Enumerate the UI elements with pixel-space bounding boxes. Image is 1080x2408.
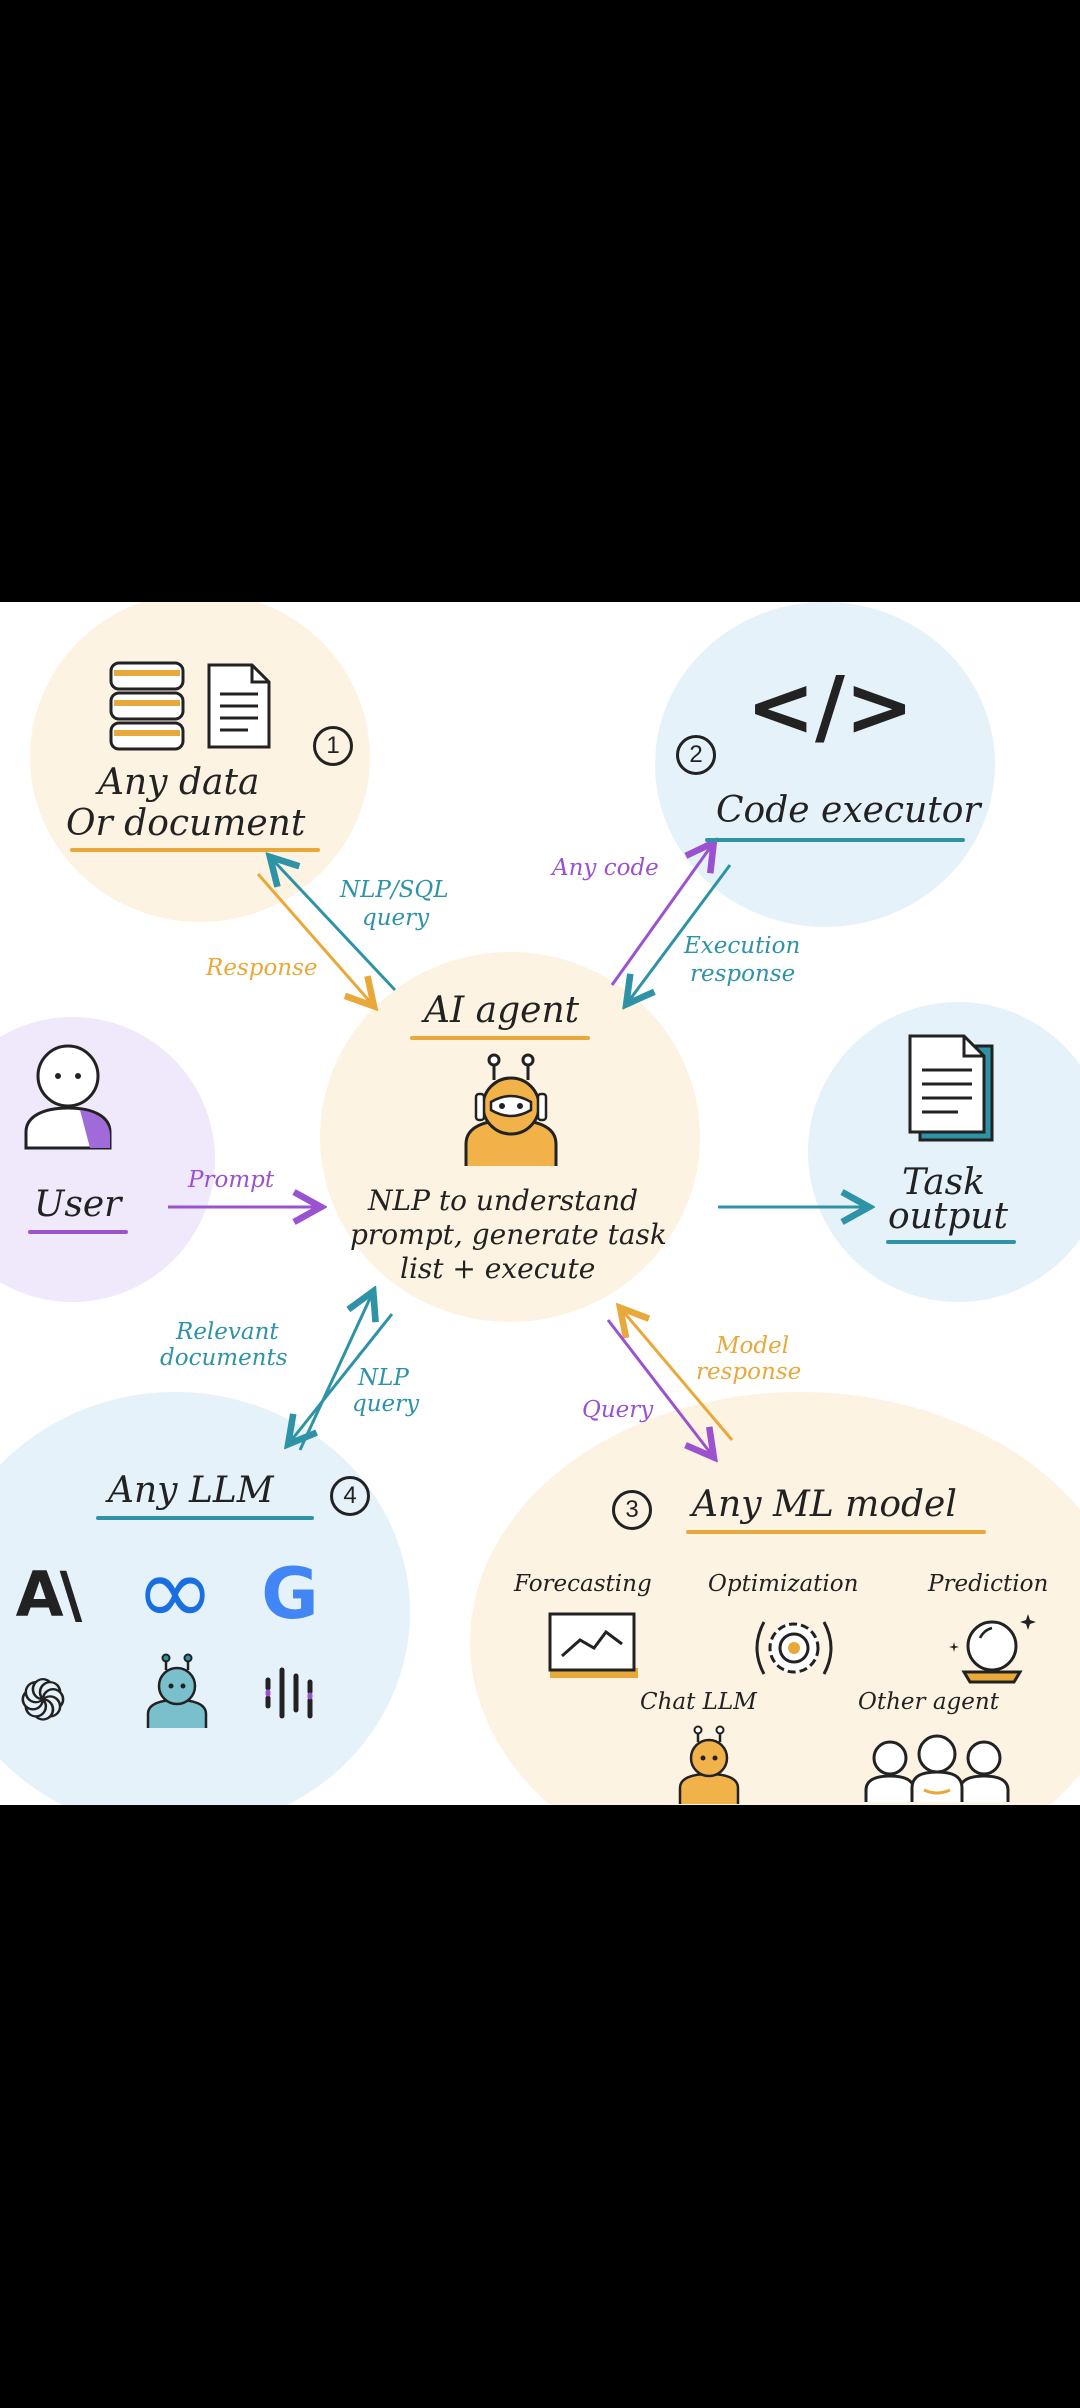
crystal-ball-icon — [944, 1606, 1040, 1684]
edge-label-relevant-line1: Relevant — [176, 1320, 279, 1344]
edge-label-model-line1: Model — [716, 1334, 789, 1358]
ml-item-forecasting: Forecasting — [514, 1572, 652, 1596]
agent-underline — [410, 1036, 590, 1040]
code-executor-label: Code executor — [716, 792, 981, 830]
ml-underline — [686, 1530, 986, 1534]
edge-label-nlp-sql-line2: query — [362, 906, 429, 930]
robot-icon — [456, 1054, 566, 1169]
badge-4: 4 — [330, 1476, 370, 1516]
code-underline — [705, 838, 965, 842]
badge-1: 1 — [313, 726, 353, 766]
document-icon — [206, 662, 272, 750]
edge-label-any-code: Any code — [552, 856, 659, 880]
data-underline — [70, 848, 320, 852]
badge-3: 3 — [612, 1490, 652, 1530]
task-document-icon — [906, 1032, 998, 1144]
task-output-line2: output — [888, 1198, 1008, 1236]
database-icon — [108, 660, 186, 752]
data-label-line1: Any data — [98, 764, 259, 802]
user-icon — [20, 1040, 116, 1152]
llm-underline — [96, 1516, 314, 1520]
edge-label-execution-line2: response — [690, 962, 795, 986]
edge-label-query: Query — [582, 1398, 653, 1422]
ml-item-optimization: Optimization — [708, 1572, 858, 1596]
edge-label-nlp-line2: query — [352, 1392, 419, 1416]
line-chart-icon — [546, 1610, 642, 1680]
any-llm-label: Any LLM — [108, 1472, 274, 1510]
people-icon — [862, 1730, 1012, 1804]
openai-logo: ֍ — [6, 1660, 80, 1734]
robot-logo — [142, 1654, 212, 1730]
edge-label-nlp-sql-line1: NLP/SQL — [340, 878, 449, 902]
user-label: User — [34, 1186, 121, 1224]
gear-icon — [746, 1612, 842, 1684]
anthropic-logo: A\ — [2, 1554, 92, 1634]
ai-agent-desc-line3: list + execute — [400, 1254, 595, 1283]
ai-agent-desc-line1: NLP to understand — [368, 1186, 638, 1215]
ai-agent-desc-line2: prompt, generate task — [350, 1220, 667, 1249]
chat-llm-robot-icon — [674, 1726, 744, 1804]
ml-item-chat-llm: Chat LLM — [640, 1690, 757, 1714]
data-label-line2: Or document — [66, 805, 305, 843]
meta-logo: ∞ — [120, 1546, 230, 1636]
agent-diagram: 1 Any data Or document 2 </> Code execut… — [0, 602, 1080, 1805]
badge-2: 2 — [676, 735, 716, 775]
task-underline — [886, 1240, 1016, 1244]
any-ml-model-label: Any ML model — [692, 1486, 957, 1524]
edge-label-response: Response — [206, 956, 318, 980]
edge-label-model-line2: response — [696, 1360, 801, 1384]
edge-label-prompt: Prompt — [188, 1168, 274, 1192]
google-logo: G — [248, 1552, 332, 1636]
edge-label-relevant-line2: documents — [160, 1346, 288, 1370]
ml-item-prediction: Prediction — [928, 1572, 1048, 1596]
bars-logo — [262, 1662, 324, 1724]
ai-agent-title: AI agent — [424, 992, 579, 1030]
edge-label-execution-line1: Execution — [684, 934, 800, 958]
code-brackets-icon: </> — [735, 662, 925, 752]
ml-item-other-agent: Other agent — [858, 1690, 999, 1714]
user-underline — [28, 1230, 128, 1234]
edge-label-nlp-line1: NLP — [358, 1366, 409, 1390]
arrow-query — [608, 1320, 712, 1455]
